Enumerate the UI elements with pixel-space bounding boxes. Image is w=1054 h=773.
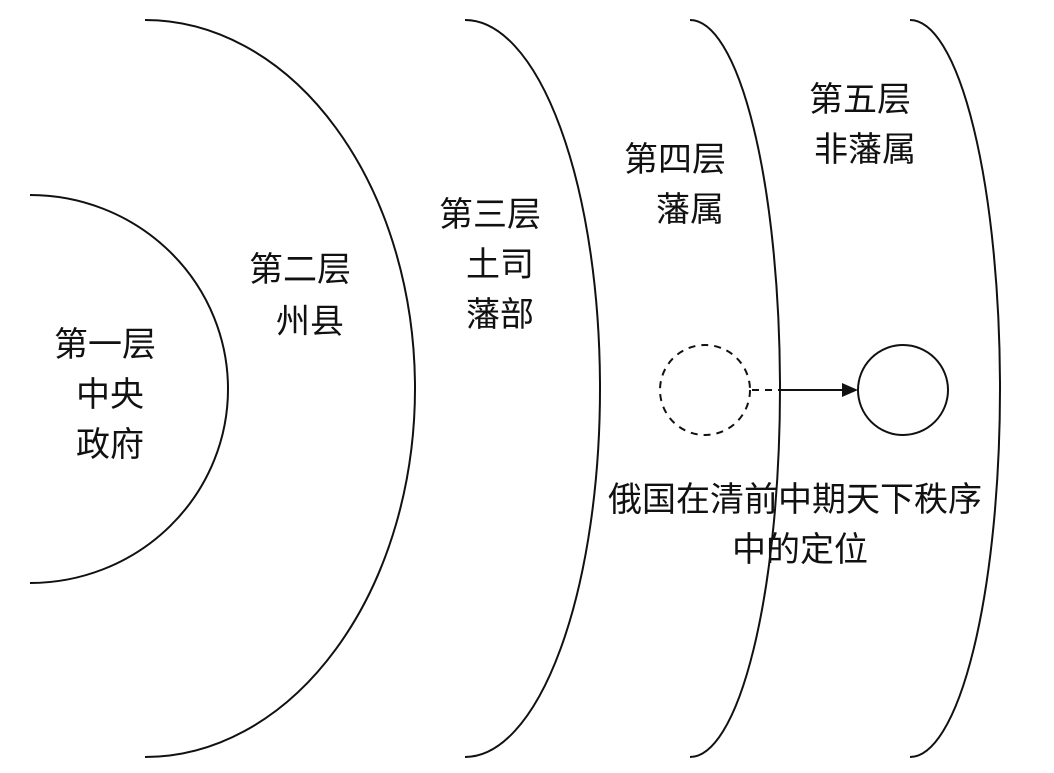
caption-line-2: 中的定位 (732, 530, 868, 570)
layer-1-line-2: 政府 (76, 425, 144, 465)
layer-2-arc (144, 19, 416, 758)
layer-3-line-1: 土司 (466, 245, 534, 285)
layer-4-arc (689, 19, 781, 758)
russia-original-position-dashed-circle (659, 344, 751, 436)
layer-1-line-1: 中央 (76, 375, 144, 415)
russia-position-circle (857, 344, 949, 436)
layer-4-title: 第四层 (624, 140, 726, 180)
layer-3-arc (464, 19, 601, 758)
caption-line-1: 俄国在清前中期天下秩序 (608, 480, 982, 520)
layer-5-title: 第五层 (809, 80, 911, 120)
layer-3-title: 第三层 (439, 195, 541, 235)
layer-1-title: 第一层 (54, 325, 156, 365)
layer-4-line-1: 藩属 (656, 190, 724, 230)
layer-3-line-2: 藩部 (466, 295, 534, 335)
arrow-head (842, 383, 858, 397)
layer-5-line-1: 非藩属 (814, 130, 916, 170)
layer-1-arc (29, 194, 229, 584)
layer-2-title: 第二层 (249, 250, 351, 290)
layer-2-line-1: 州县 (276, 302, 344, 342)
layer-5-arc (909, 19, 1001, 758)
